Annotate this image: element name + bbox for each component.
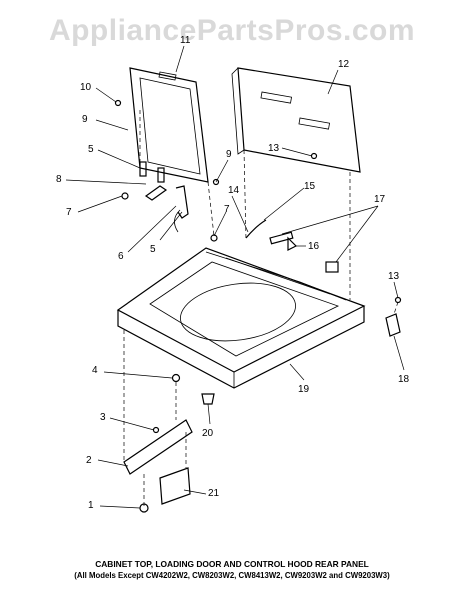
callout-12: 12 (338, 59, 350, 70)
callout-7-left: 7 (66, 207, 72, 218)
callout-16: 16 (308, 241, 320, 252)
callout-18: 18 (398, 374, 410, 385)
callout-9-left: 9 (82, 114, 88, 125)
callout-13-top: 13 (268, 143, 280, 154)
diagram-caption-models: (All Models Except CW4202W2, CW8203W2, C… (74, 571, 390, 580)
callout-8: 8 (56, 174, 62, 185)
control-hood-rear-panel (231, 67, 361, 173)
alignment-lines (123, 110, 399, 506)
callout-10: 10 (80, 82, 92, 93)
callout-5-bottom: 5 (150, 244, 156, 255)
leader-lines (65, 45, 405, 509)
callout-2: 2 (86, 455, 92, 466)
callout-13-right: 13 (388, 271, 400, 282)
callout-15: 15 (304, 181, 316, 192)
watermark: AppliancePartsPros.com (48, 14, 416, 47)
callout-7-right: 7 (224, 204, 230, 215)
callout-6: 6 (118, 251, 124, 262)
callout-14: 14 (228, 185, 240, 196)
cabinet-top (116, 247, 366, 389)
callout-3: 3 (100, 412, 106, 423)
loading-door (129, 67, 209, 183)
callout-19: 19 (298, 384, 310, 395)
callout-17: 17 (374, 194, 386, 205)
callout-11: 11 (180, 35, 191, 46)
callout-20: 20 (202, 428, 214, 439)
callout-5-top: 5 (88, 144, 94, 155)
callout-9-right: 9 (226, 149, 232, 160)
callout-labels: 11 12 10 9 5 8 7 9 13 14 15 7 17 16 6 5 … (56, 35, 410, 511)
diagram-caption-title: CABINET TOP, LOADING DOOR AND CONTROL HO… (95, 559, 369, 569)
callout-4: 4 (92, 365, 98, 376)
callout-1: 1 (88, 500, 94, 511)
hinges-and-hardware (114, 99, 402, 513)
callout-21: 21 (208, 488, 220, 499)
